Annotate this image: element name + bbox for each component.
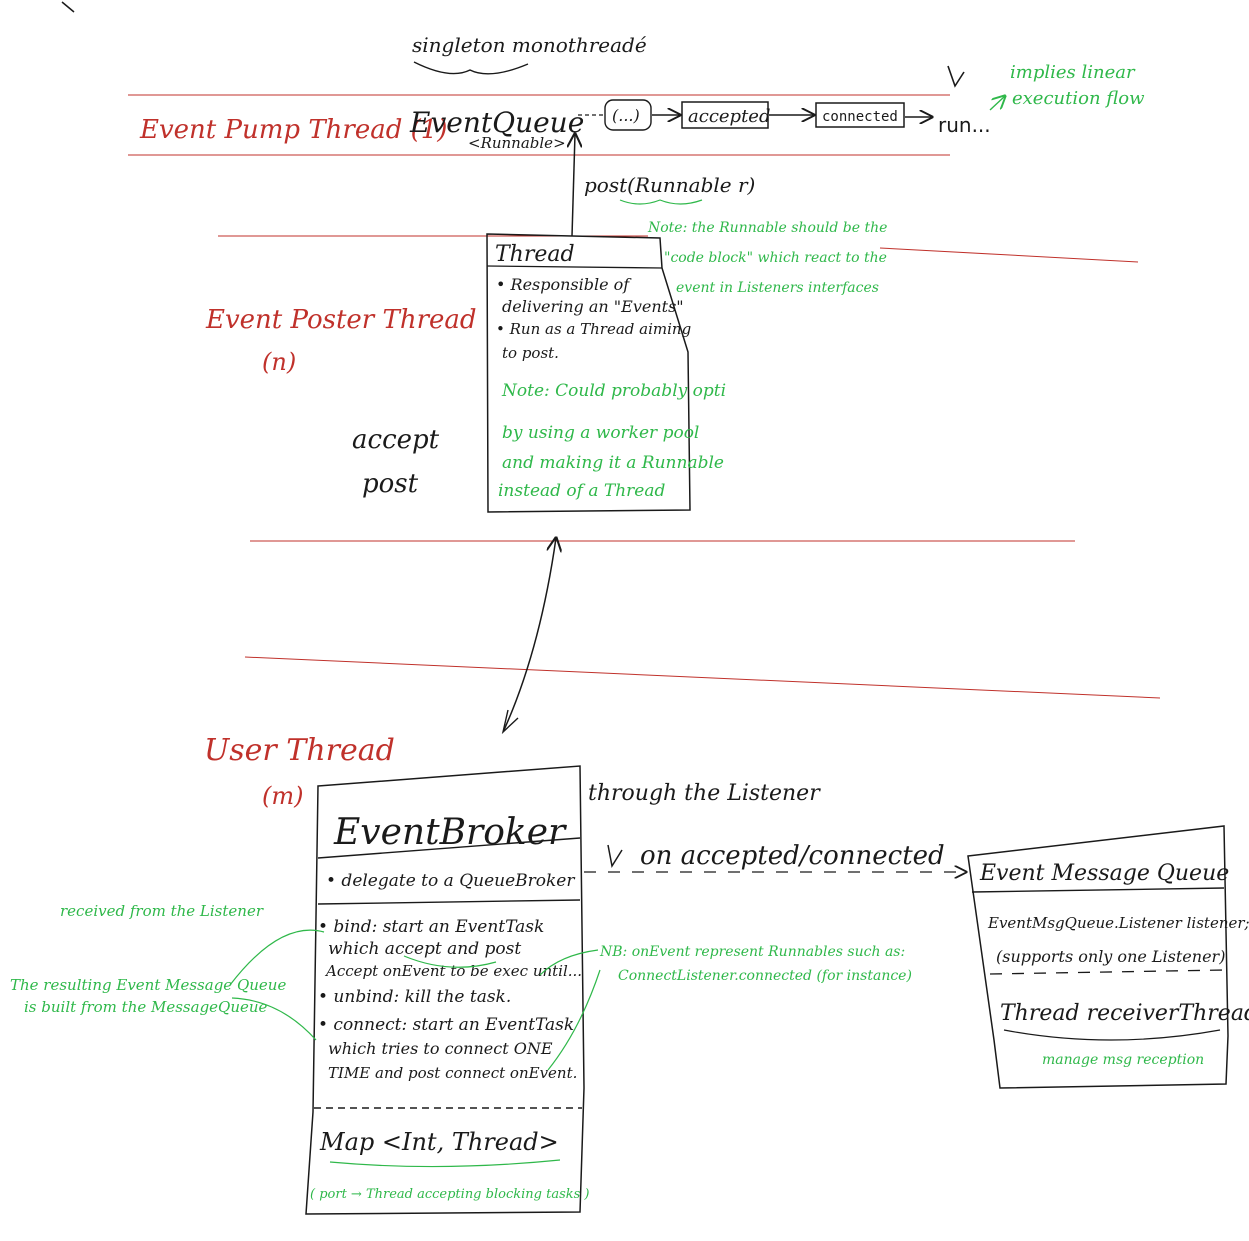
connected-box-text: connected xyxy=(822,109,898,125)
onevent-note-line2: ConnectListener.connected (for instance) xyxy=(618,968,912,984)
broker-connect-line2: which tries to connect ONE xyxy=(328,1039,553,1058)
post-label: post xyxy=(362,469,419,499)
broker-bind-line3: Accept onEvent to be exec until... xyxy=(324,962,582,980)
down-arrow-mark xyxy=(947,65,965,88)
thread-box xyxy=(486,233,691,513)
event-poster-label: Event Poster Thread xyxy=(205,305,477,335)
event-poster-count: (n) xyxy=(262,348,296,376)
onevent-note-line1: NB: onEvent represent Runnables such as: xyxy=(599,944,905,960)
thread-bullet-4: to post. xyxy=(502,344,559,362)
broker-unbind-line: • unbind: kill the task. xyxy=(318,987,511,1007)
thread-bullet-1: • Responsible of xyxy=(496,275,632,294)
ellipsis-box-text: (...) xyxy=(612,106,640,125)
user-thread-label: User Thread xyxy=(204,733,395,768)
section-lines xyxy=(128,94,1161,699)
thread-bullet-3: • Run as a Thread aiming xyxy=(496,320,691,338)
broker-connect-line3: TIME and post connect onEvent. xyxy=(328,1064,577,1082)
thread-bullet-2: delivering an "Events" xyxy=(502,297,684,316)
event-message-queue-box xyxy=(967,825,1229,1089)
user-thread-count: (m) xyxy=(262,782,303,810)
singleton-note: singleton monothreadé xyxy=(412,33,647,57)
accepted-box-text: accepted xyxy=(688,106,770,127)
connected-box xyxy=(815,102,905,128)
post-call-label: post(Runnable r) xyxy=(584,173,755,197)
event-broker-title: EventBroker xyxy=(333,812,567,853)
stray-mark xyxy=(61,1,75,13)
broker-connect-line1: • connect: start an EventTask xyxy=(318,1015,574,1035)
through-listener-note: through the Listener xyxy=(588,781,821,806)
resulting-note-line2: is built from the MessageQueue xyxy=(24,998,268,1016)
thread-note-1: Note: Could probably opti xyxy=(501,381,726,401)
event-queue-type: <Runnable> xyxy=(468,134,566,152)
runnable-note-line2: "code block" which react to the xyxy=(664,250,887,266)
runnable-note-line3: event in Listeners interfaces xyxy=(676,280,879,296)
broker-bind-line2: which accept and post xyxy=(328,939,521,959)
event-queue-label: EventQueue xyxy=(409,106,584,139)
broker-map-label: Map <Int, Thread> xyxy=(319,1128,559,1156)
thread-note-4: instead of a Thread xyxy=(498,481,666,501)
run-text: run... xyxy=(938,113,991,137)
emq-title: Event Message Queue xyxy=(979,861,1229,886)
on-accepted-connected: on accepted/connected xyxy=(640,841,945,871)
thread-note-2: by using a worker pool xyxy=(502,423,699,443)
received-listener-note: received from the Listener xyxy=(60,902,264,920)
resulting-note-line1: The resulting Event Message Queue xyxy=(10,976,286,994)
emq-listener-field: EventMsgQueue.Listener listener; xyxy=(987,914,1249,932)
implies-note-line1: implies linear xyxy=(1010,62,1136,83)
thread-note-3: and making it a Runnable xyxy=(502,453,724,473)
event-broker-box xyxy=(305,765,585,1215)
accept-label: accept xyxy=(352,425,440,455)
broker-delegate: • delegate to a QueueBroker xyxy=(326,871,575,891)
brace-under-singleton xyxy=(413,61,529,75)
implies-note-line2: execution flow xyxy=(1012,88,1145,109)
broker-bind-line1: • bind: start an EventTask xyxy=(318,917,544,937)
runnable-note-line1: Note: the Runnable should be the xyxy=(647,220,887,236)
ellipsis-box xyxy=(604,99,652,131)
thread-box-title: Thread xyxy=(495,242,575,267)
broker-map-note: ( port → Thread accepting blocking tasks… xyxy=(310,1187,590,1202)
emq-manage-note: manage msg reception xyxy=(1042,1052,1204,1068)
emq-supports: (supports only one Listener) xyxy=(996,947,1225,966)
accepted-box xyxy=(681,101,769,129)
poster-user-arrow xyxy=(503,538,556,731)
post-arrow xyxy=(572,134,575,237)
emq-thread-field: Thread receiverThread xyxy=(1000,1001,1249,1026)
event-pump-label: Event Pump Thread (1) xyxy=(139,115,447,145)
